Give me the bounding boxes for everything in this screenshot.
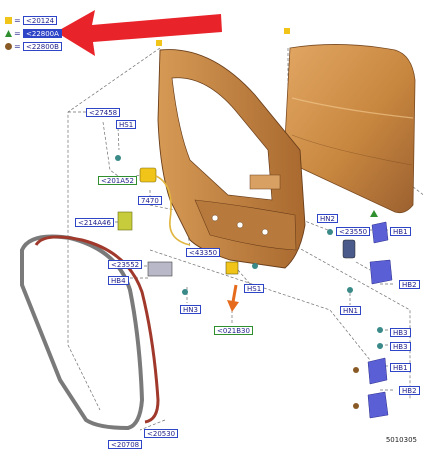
callout-20530[interactable]: <20530 <box>144 429 179 438</box>
bolt-icon <box>115 155 383 349</box>
callout-021b30[interactable]: <021B30 <box>214 326 253 335</box>
brown-circle-icon <box>5 43 12 50</box>
green-triangle-icon <box>5 30 12 37</box>
legend-code[interactable]: <20124 <box>23 16 58 25</box>
yellow-square-icon <box>5 17 12 24</box>
marker-circle-icon <box>353 403 359 409</box>
callout-23550[interactable]: <23550 <box>336 227 371 236</box>
clip-icon <box>342 239 356 259</box>
legend-row-1: = <20124 <box>5 16 85 26</box>
callout-hn2[interactable]: HN2 <box>317 214 338 223</box>
legend-row-3: = <22800B <box>5 42 85 52</box>
marker-circle-icon <box>353 367 359 373</box>
legend-row-2: = <22800A <box>5 29 85 39</box>
marker-triangle-icon <box>370 210 378 217</box>
legend-code-highlighted[interactable]: <22800A <box>23 29 62 38</box>
check-strap-icon <box>139 167 191 246</box>
callout-hb3-a[interactable]: HB3 <box>390 328 411 337</box>
hinge-icon <box>367 221 393 419</box>
weatherstrip-seal-icon <box>20 234 160 431</box>
legend-code[interactable]: <22800B <box>23 42 62 51</box>
callout-hs1-mid[interactable]: HS1 <box>244 284 265 293</box>
red-arrow-icon <box>56 10 222 56</box>
callout-hs1-top[interactable]: HS1 <box>116 120 137 129</box>
door-outer-panel-icon <box>284 44 416 214</box>
marker-square-icon <box>284 28 290 34</box>
callout-hb3-b[interactable]: HB3 <box>390 342 411 351</box>
callout-27458[interactable]: <27458 <box>86 108 121 117</box>
lock-actuator-icon <box>147 261 239 277</box>
door-frame-icon <box>157 49 306 269</box>
callout-hb1-bot[interactable]: HB1 <box>390 363 411 372</box>
callout-20708[interactable]: <20708 <box>108 440 143 449</box>
callout-hb1-top[interactable]: HB1 <box>390 227 411 236</box>
document-id: 5010305 <box>385 436 417 444</box>
pad-icon <box>117 211 133 231</box>
callout-43350[interactable]: <43350 <box>186 248 221 257</box>
marker-square-icon <box>156 40 162 46</box>
orange-arrow-icon <box>227 284 239 312</box>
legend-equals: = <box>14 42 21 51</box>
callout-hn1[interactable]: HN1 <box>340 306 361 315</box>
callout-hb2-top[interactable]: HB2 <box>399 280 420 289</box>
callout-23552[interactable]: <23552 <box>108 260 143 269</box>
callout-hb4[interactable]: HB4 <box>108 276 129 285</box>
callout-7470[interactable]: 7470 <box>138 196 162 205</box>
callout-hn3[interactable]: HN3 <box>180 305 201 314</box>
callout-hb2-bot[interactable]: HB2 <box>399 386 420 395</box>
callout-201a52[interactable]: <201A52 <box>98 176 137 185</box>
legend-equals: = <box>14 29 21 38</box>
legend-equals: = <box>14 16 21 25</box>
callout-214a46[interactable]: <214A46 <box>75 218 114 227</box>
